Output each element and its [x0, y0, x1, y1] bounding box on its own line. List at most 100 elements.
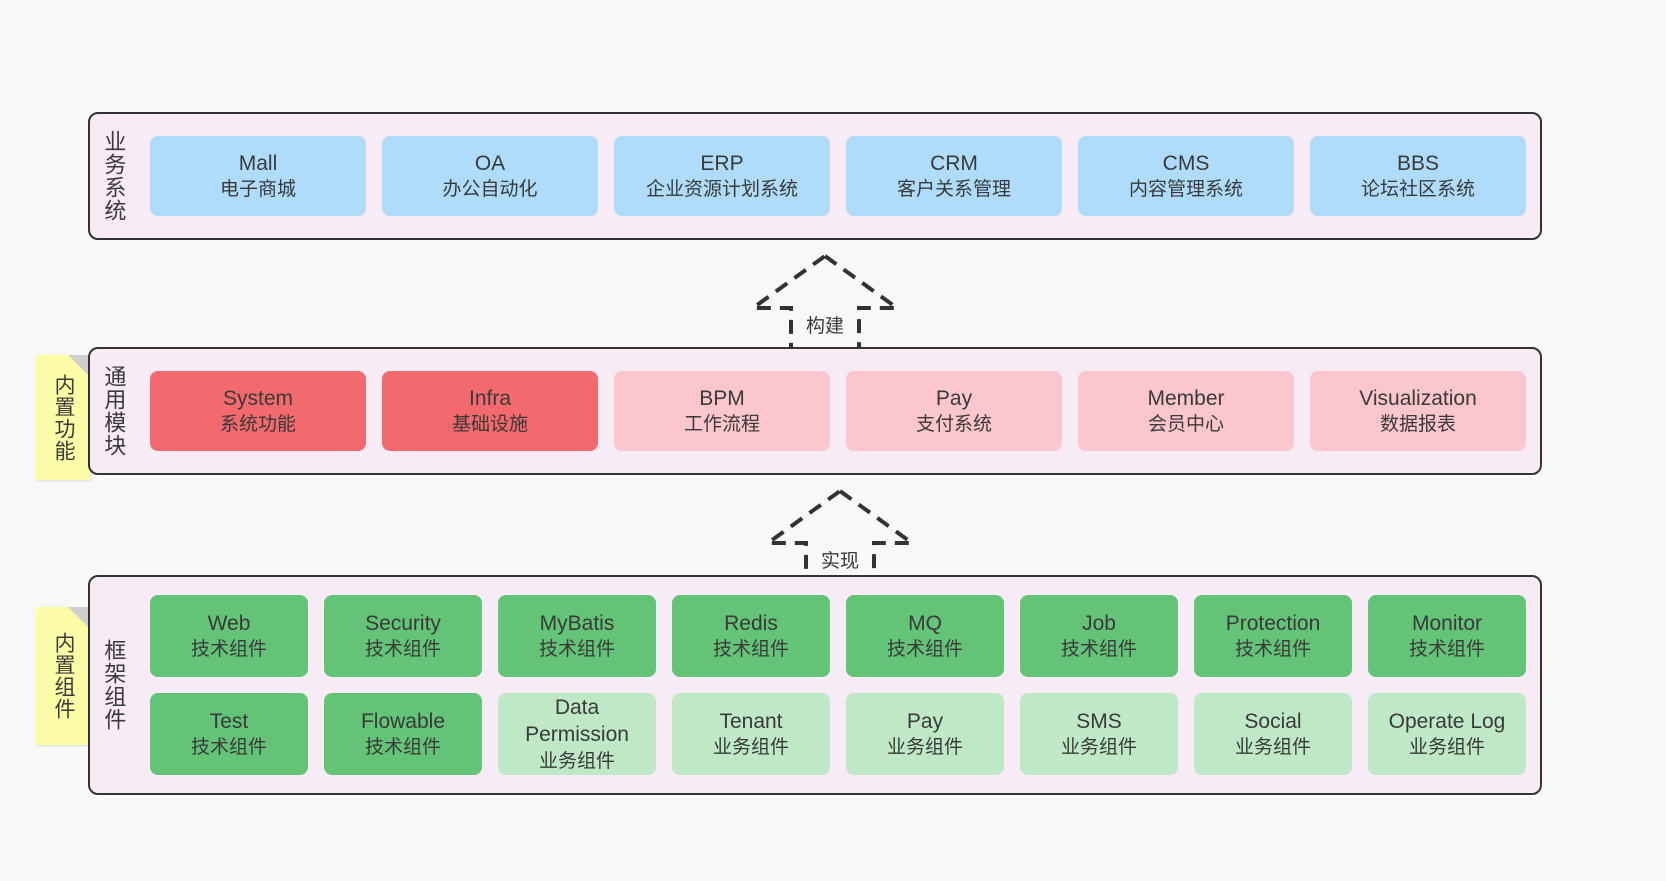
card-title: Security	[365, 611, 441, 635]
card-infra[interactable]: Infra 基础设施	[382, 371, 598, 451]
card-subtitle: 工作流程	[683, 414, 760, 436]
card-title: System	[222, 386, 293, 410]
card-row: Mall 电子商城 OA 办公自动化 ERP 企业资源计划系统 CRM 客户关系…	[150, 136, 1526, 216]
card-title: CRM	[930, 151, 978, 175]
card-title: Infra	[468, 386, 512, 410]
card-subtitle: 技术组件	[538, 639, 615, 661]
card-title: MQ	[908, 611, 942, 635]
card-mybatis[interactable]: MyBatis 技术组件	[498, 595, 656, 677]
card-security[interactable]: Security 技术组件	[324, 595, 482, 677]
card-title: Pay	[935, 386, 973, 410]
card-title: Pay	[906, 709, 944, 733]
tier-label-modules: 通用模块	[101, 365, 127, 457]
hollow-arrow-up-icon	[761, 488, 919, 587]
card-crm[interactable]: CRM 客户关系管理	[846, 136, 1062, 216]
sticky-note-builtin-components: 内置组件	[36, 607, 90, 745]
card-data-permission[interactable]: Data Permission 业务组件	[498, 693, 656, 775]
card-job[interactable]: Job 技术组件	[1020, 595, 1178, 677]
card-member[interactable]: Member 会员中心	[1078, 371, 1294, 451]
tier-label-framework: 框架组件	[101, 639, 127, 731]
card-title: Web	[207, 611, 251, 635]
card-title: OA	[474, 151, 506, 175]
card-subtitle: 基础设施	[451, 414, 528, 436]
sticky-fold-corner-icon	[68, 355, 90, 377]
card-subtitle: 技术组件	[190, 737, 267, 759]
card-subtitle: 业务组件	[1234, 737, 1311, 759]
card-subtitle: 技术组件	[1060, 639, 1137, 661]
card-tenant[interactable]: Tenant 业务组件	[672, 693, 830, 775]
card-monitor[interactable]: Monitor 技术组件	[1368, 595, 1526, 677]
card-subtitle: 客户关系管理	[896, 179, 1011, 201]
card-title: ERP	[700, 151, 744, 175]
card-title: Operate Log	[1388, 709, 1506, 733]
card-title: Redis	[724, 611, 778, 635]
card-social[interactable]: Social 业务组件	[1194, 693, 1352, 775]
card-subtitle: 内容管理系统	[1128, 179, 1243, 201]
tier-body-business: Mall 电子商城 OA 办公自动化 ERP 企业资源计划系统 CRM 客户关系…	[136, 114, 1540, 238]
tier-label-business: 业务系统	[101, 130, 127, 222]
card-title: Job	[1082, 611, 1116, 635]
card-title: SMS	[1076, 709, 1122, 733]
card-subtitle: 业务组件	[1060, 737, 1137, 759]
card-operate-log[interactable]: Operate Log 业务组件	[1368, 693, 1526, 775]
card-title: Visualization	[1359, 386, 1477, 410]
card-subtitle: 业务组件	[1408, 737, 1485, 759]
sticky-label: 内置功能	[51, 373, 75, 462]
card-oa[interactable]: OA 办公自动化	[382, 136, 598, 216]
card-subtitle: 技术组件	[364, 737, 441, 759]
hollow-arrow-up-icon	[746, 253, 904, 352]
card-subtitle: 业务组件	[712, 737, 789, 759]
card-title: Social	[1244, 709, 1302, 733]
card-redis[interactable]: Redis 技术组件	[672, 595, 830, 677]
arrow-build-label: 构建	[805, 316, 844, 337]
tier-body-framework: Web 技术组件 Security 技术组件 MyBatis 技术组件 Redi…	[136, 577, 1540, 793]
card-pay-module[interactable]: Pay 支付系统	[846, 371, 1062, 451]
card-subtitle: 技术组件	[1234, 639, 1311, 661]
card-title: Protection	[1225, 611, 1321, 635]
card-flowable[interactable]: Flowable 技术组件	[324, 693, 482, 775]
card-title: Mall	[238, 151, 278, 175]
card-subtitle: 电子商城	[219, 179, 296, 201]
card-title: Data Permission	[525, 695, 629, 747]
card-protection[interactable]: Protection 技术组件	[1194, 595, 1352, 677]
tier-general-modules: 通用模块 System 系统功能 Infra 基础设施 BPM 工作流程 Pay…	[88, 347, 1542, 475]
card-row: Test 技术组件 Flowable 技术组件 Data Permission …	[150, 693, 1526, 775]
sticky-note-builtin-features: 内置功能	[36, 355, 90, 480]
card-subtitle: 业务组件	[538, 751, 615, 773]
card-visualization[interactable]: Visualization 数据报表	[1310, 371, 1526, 451]
card-title: Member	[1147, 386, 1225, 410]
card-test[interactable]: Test 技术组件	[150, 693, 308, 775]
card-pay-component[interactable]: Pay 业务组件	[846, 693, 1004, 775]
card-row: Web 技术组件 Security 技术组件 MyBatis 技术组件 Redi…	[150, 595, 1526, 677]
card-mall[interactable]: Mall 电子商城	[150, 136, 366, 216]
card-sms[interactable]: SMS 业务组件	[1020, 693, 1178, 775]
card-subtitle: 技术组件	[364, 639, 441, 661]
card-subtitle: 支付系统	[915, 414, 992, 436]
card-bpm[interactable]: BPM 工作流程	[614, 371, 830, 451]
card-system[interactable]: System 系统功能	[150, 371, 366, 451]
card-subtitle: 技术组件	[712, 639, 789, 661]
tier-business-systems: 业务系统 Mall 电子商城 OA 办公自动化 ERP 企业资源计划系统 CRM…	[88, 112, 1542, 240]
arrow-build: 构建	[745, 252, 905, 352]
card-title: Tenant	[719, 709, 783, 733]
tier-framework-components: 框架组件 Web 技术组件 Security 技术组件 MyBatis 技术组件…	[88, 575, 1542, 795]
tier-body-modules: System 系统功能 Infra 基础设施 BPM 工作流程 Pay 支付系统…	[136, 349, 1540, 473]
card-title: BBS	[1396, 151, 1440, 175]
card-cms[interactable]: CMS 内容管理系统	[1078, 136, 1294, 216]
card-title: Monitor	[1411, 611, 1483, 635]
card-subtitle: 业务组件	[886, 737, 963, 759]
card-bbs[interactable]: BBS 论坛社区系统	[1310, 136, 1526, 216]
card-subtitle: 企业资源计划系统	[645, 179, 798, 201]
card-title: Flowable	[360, 709, 446, 733]
card-title: MyBatis	[539, 611, 615, 635]
card-web[interactable]: Web 技术组件	[150, 595, 308, 677]
card-subtitle: 办公自动化	[442, 179, 538, 201]
card-mq[interactable]: MQ 技术组件	[846, 595, 1004, 677]
card-row: System 系统功能 Infra 基础设施 BPM 工作流程 Pay 支付系统…	[150, 371, 1526, 451]
card-subtitle: 会员中心	[1147, 414, 1224, 436]
arrow-implement-label: 实现	[820, 551, 859, 572]
card-title: CMS	[1162, 151, 1210, 175]
card-subtitle: 技术组件	[1408, 639, 1485, 661]
card-erp[interactable]: ERP 企业资源计划系统	[614, 136, 830, 216]
